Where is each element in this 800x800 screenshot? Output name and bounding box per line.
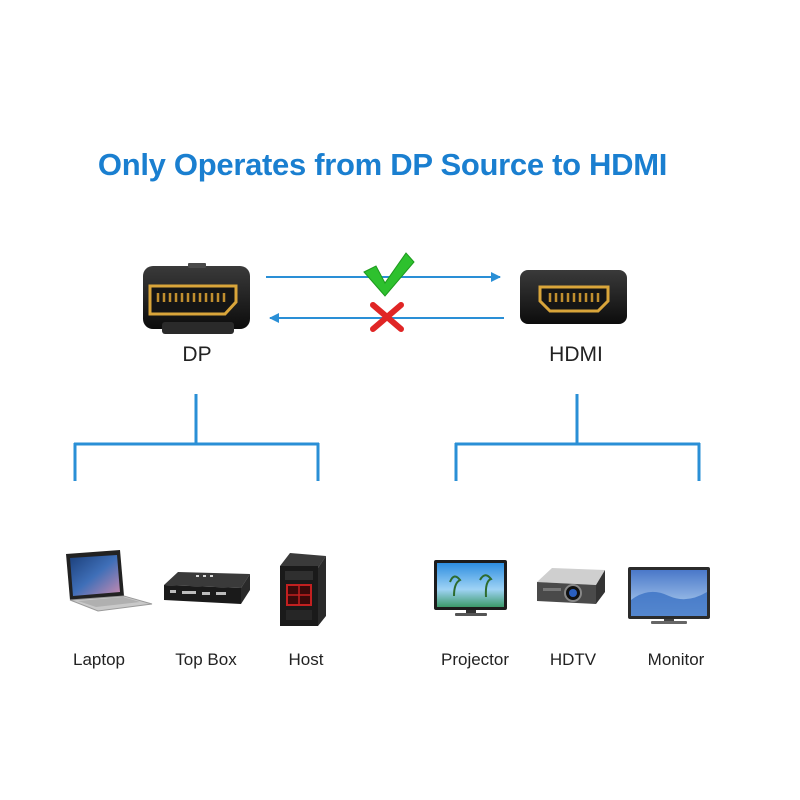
monitor-icon	[628, 567, 710, 624]
device-label-hdtv: HDTV	[549, 650, 597, 669]
displayport-connector-icon	[143, 263, 250, 334]
device-label-host: Host	[288, 650, 324, 669]
hdmi-connector-icon	[520, 270, 627, 324]
pc-tower-icon	[280, 553, 326, 626]
dp-label: DP	[182, 343, 212, 366]
laptop-icon	[66, 550, 153, 612]
device-label-projector: Projector	[440, 650, 510, 669]
cross-icon	[370, 302, 404, 332]
diagram-title: Only Operates from DP Source to HDMI	[97, 147, 668, 182]
display-tree	[454, 394, 701, 481]
flat-screen-icon	[434, 560, 507, 616]
device-label-laptop: Laptop	[73, 650, 125, 669]
set-top-box-icon	[164, 572, 250, 604]
projector-icon	[537, 568, 605, 604]
device-label-monitor: Monitor	[647, 650, 705, 669]
device-label-top-box: Top Box	[175, 650, 237, 669]
hdmi-label: HDMI	[549, 343, 603, 366]
check-icon	[363, 252, 415, 297]
source-tree	[73, 394, 320, 481]
